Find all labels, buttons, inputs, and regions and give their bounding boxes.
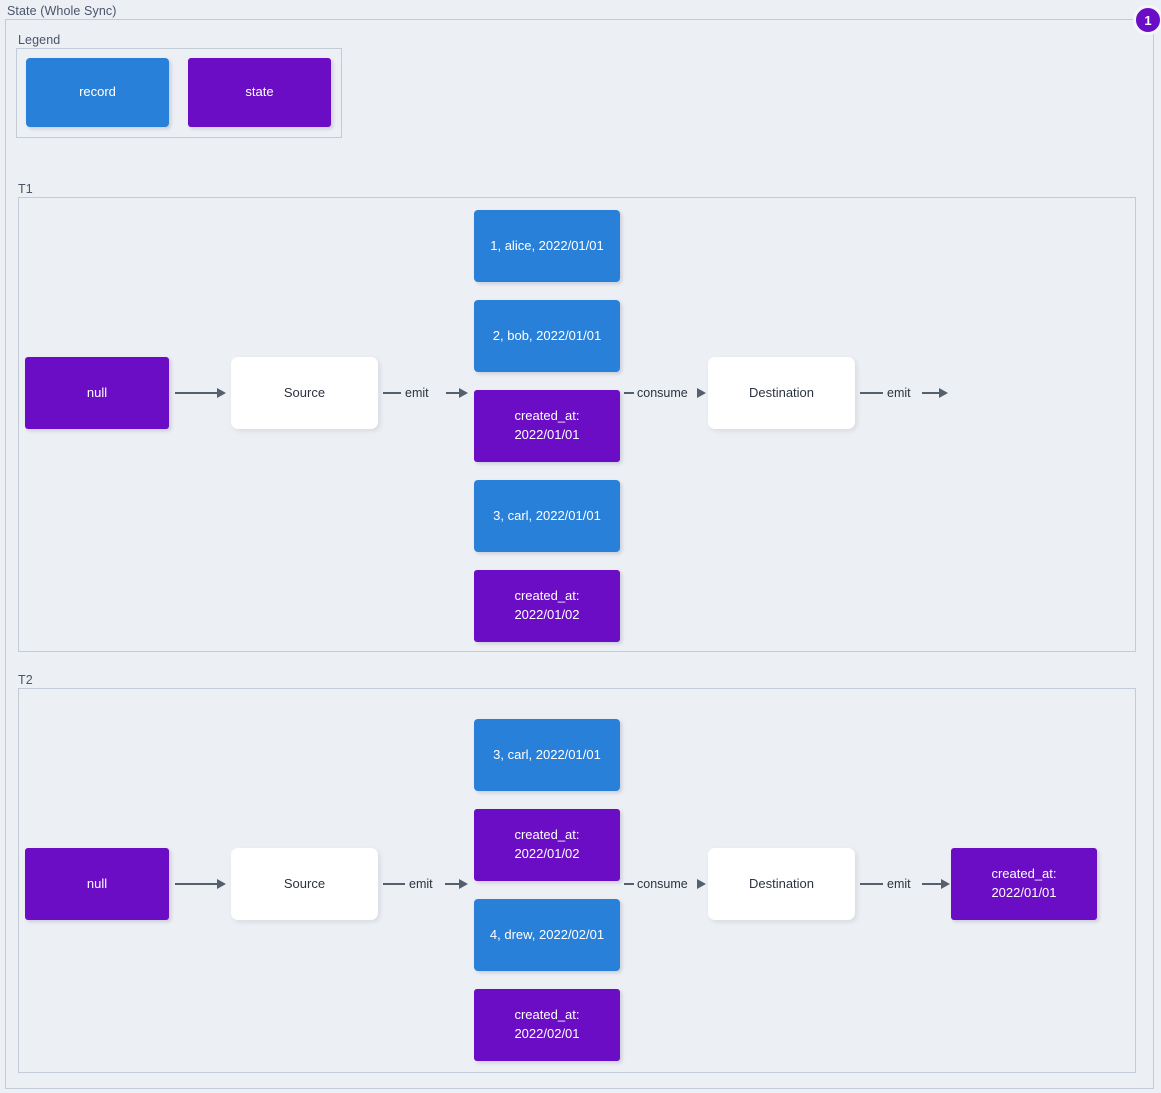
legend-swatch-state-label: state — [245, 84, 274, 100]
t2-node-source-label: Source — [283, 875, 326, 891]
t1-edge-emit-source: emit — [383, 373, 468, 413]
t2-node-state-2-label: created_at: 2022/02/01 — [514, 1007, 580, 1041]
t1-node-record-2-label: 2, bob, 2022/01/01 — [492, 327, 602, 343]
t1-node-destination[interactable]: Destination — [708, 357, 855, 429]
t1-node-state-1[interactable]: created_at: 2022/01/01 — [474, 390, 620, 462]
t1-edge-emit-destination-label: emit — [885, 385, 913, 400]
t2-edge-null-to-source — [175, 864, 226, 904]
t2-node-record-1-label: 3, carl, 2022/01/01 — [493, 746, 601, 762]
t1-edge-consume: consume — [624, 373, 706, 413]
t2-node-destination-label: Destination — [748, 875, 815, 891]
t2-node-record-1[interactable]: 3, carl, 2022/01/01 — [474, 719, 620, 791]
t1-node-record-3[interactable]: 3, carl, 2022/01/01 — [474, 480, 620, 552]
t1-node-state-2[interactable]: created_at: 2022/01/02 — [474, 570, 620, 642]
t1-node-record-1[interactable]: 1, alice, 2022/01/01 — [474, 210, 620, 282]
t1-edge-emit-source-label: emit — [403, 385, 431, 400]
t2-edge-consume-label: consume — [635, 876, 690, 891]
subgraph-t1-label: T1 — [18, 182, 33, 196]
t2-edge-emit-source: emit — [383, 864, 468, 904]
t2-node-state-1[interactable]: created_at: 2022/01/02 — [474, 809, 620, 881]
t1-edge-emit-destination: emit — [860, 373, 948, 413]
t2-node-record-2[interactable]: 4, drew, 2022/02/01 — [474, 899, 620, 971]
t1-node-record-1-label: 1, alice, 2022/01/01 — [490, 237, 604, 253]
subgraph-t2-label: T2 — [18, 673, 33, 687]
t2-edge-emit-destination: emit — [860, 864, 952, 904]
t2-edge-consume: consume — [624, 864, 706, 904]
t2-node-destination[interactable]: Destination — [708, 848, 855, 920]
legend-swatch-record: record — [26, 58, 169, 127]
t2-edge-emit-source-label: emit — [407, 876, 435, 891]
legend-swatch-state: state — [188, 58, 331, 127]
legend-swatch-record-label: record — [79, 84, 116, 100]
t2-node-state-1-label: created_at: 2022/01/02 — [514, 827, 580, 861]
t1-node-null-label: null — [86, 384, 108, 400]
t2-node-state-2[interactable]: created_at: 2022/02/01 — [474, 989, 620, 1061]
t1-node-destination-label: Destination — [748, 384, 815, 400]
t1-node-record-3-label: 3, carl, 2022/01/01 — [493, 507, 601, 523]
t1-node-source-label: Source — [283, 384, 326, 400]
t2-node-state-output-label: created_at: 2022/01/01 — [991, 866, 1057, 900]
t1-edge-consume-label: consume — [635, 385, 690, 400]
step-badge[interactable]: 1 — [1133, 5, 1161, 35]
t2-node-state-output[interactable]: created_at: 2022/01/01 — [951, 848, 1097, 920]
t2-node-null[interactable]: null — [25, 848, 169, 920]
legend-label: Legend — [18, 33, 61, 47]
t1-node-state-2-label: created_at: 2022/01/02 — [514, 588, 580, 622]
diagram-title: State (Whole Sync) — [7, 4, 117, 18]
t2-node-source[interactable]: Source — [231, 848, 378, 920]
t1-node-state-1-label: created_at: 2022/01/01 — [514, 408, 580, 442]
step-badge-label: 1 — [1144, 12, 1152, 28]
t2-edge-emit-destination-label: emit — [885, 876, 913, 891]
t2-node-record-2-label: 4, drew, 2022/02/01 — [489, 926, 605, 942]
t1-edge-null-to-source — [175, 373, 226, 413]
t1-node-record-2[interactable]: 2, bob, 2022/01/01 — [474, 300, 620, 372]
t1-node-source[interactable]: Source — [231, 357, 378, 429]
t2-node-null-label: null — [86, 875, 108, 891]
t1-node-null[interactable]: null — [25, 357, 169, 429]
